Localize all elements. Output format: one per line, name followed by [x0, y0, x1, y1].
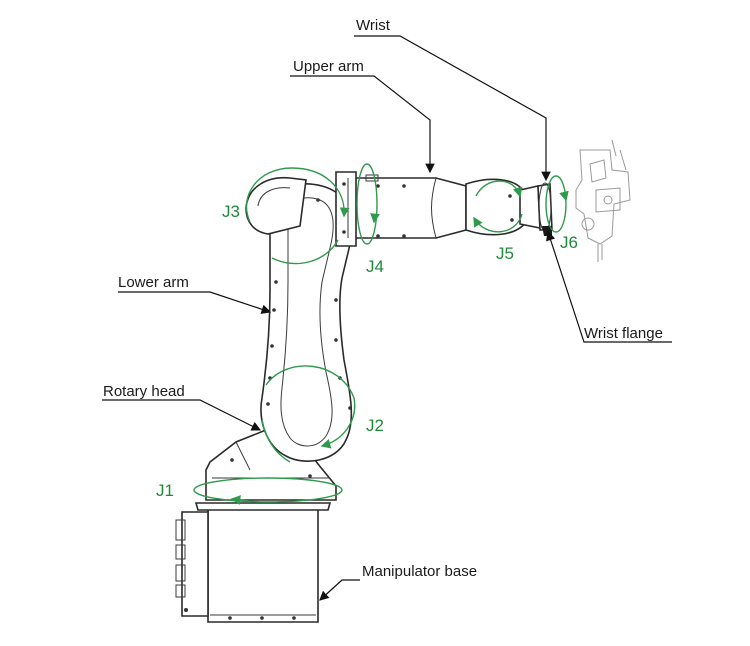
- label-j4: J4: [366, 257, 384, 276]
- label-wrist-flange: Wrist flange: [584, 325, 663, 342]
- j3-rotation-arrow: [245, 167, 350, 265]
- lower-arm: [260, 182, 354, 462]
- label-lower-arm: Lower arm: [118, 274, 189, 291]
- upper-arm: [335, 171, 467, 247]
- label-j5: J5: [496, 244, 514, 263]
- label-j1: J1: [156, 481, 174, 500]
- j6-rotation-arrow: [545, 175, 569, 233]
- label-rotary-head: Rotary head: [103, 383, 185, 400]
- label-j6: J6: [560, 233, 578, 252]
- manipulator-base: [175, 502, 332, 623]
- leader-lines: [102, 35, 672, 601]
- end-effector: [575, 139, 631, 262]
- j5-rotation-arrow: [473, 180, 523, 233]
- j3-housing: [245, 176, 307, 235]
- j2-rotation-arrow: [261, 365, 356, 463]
- label-j3: J3: [222, 202, 240, 221]
- wrist-flange: [537, 182, 553, 236]
- label-wrist: Wrist: [356, 17, 391, 34]
- wrist: [465, 178, 541, 236]
- j4-rotation-arrow: [356, 163, 380, 245]
- j1-rotation-arrow: [193, 477, 343, 505]
- label-j2: J2: [366, 416, 384, 435]
- label-manipulator-base: Manipulator base: [362, 563, 477, 580]
- label-upper-arm: Upper arm: [293, 58, 364, 75]
